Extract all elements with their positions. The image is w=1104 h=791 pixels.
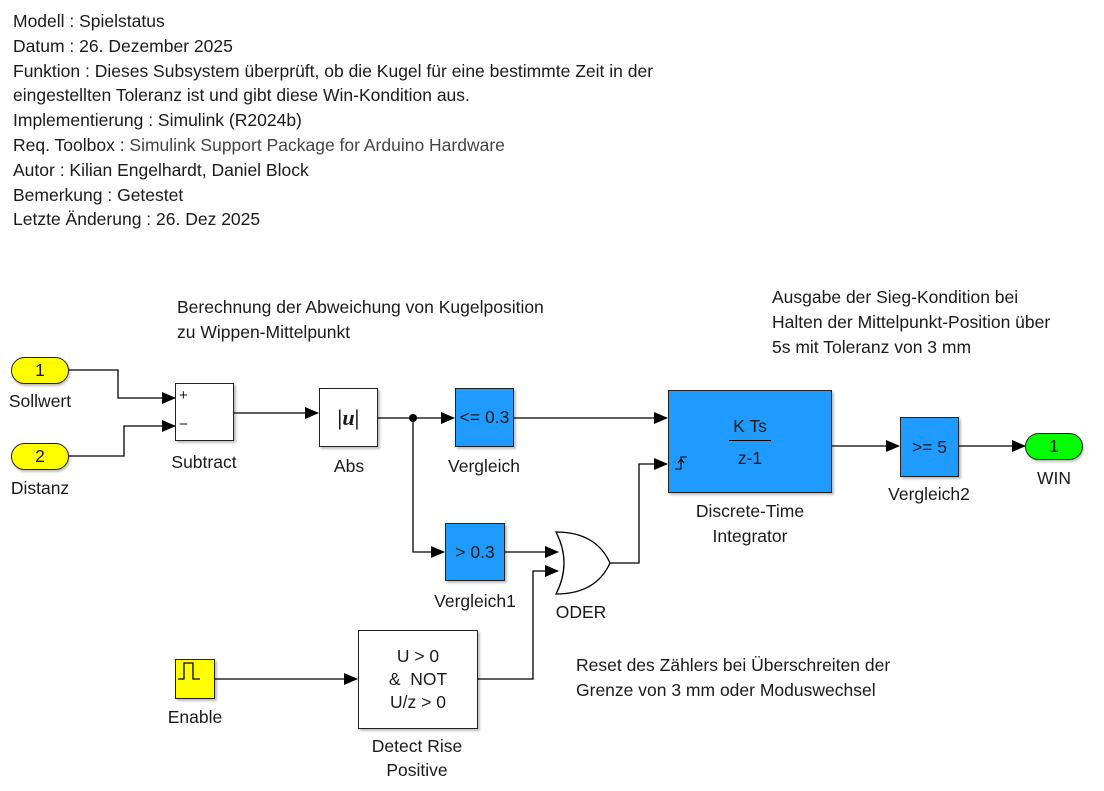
info-letzte-aenderung: Letzte Änderung : 26. Dez 2025 [13, 209, 261, 230]
vergleich1-expr: > 0.3 [455, 541, 495, 562]
detect-line-2: & NOT [388, 669, 448, 689]
info-funktion-1: Funktion : Dieses Subsystem überprüft, o… [13, 60, 654, 81]
abs-label: Abs [333, 456, 365, 476]
annotation-reset-line-1: Reset des Zählers bei Überschreiten der [576, 655, 891, 675]
subtract-plus-sign: + [179, 387, 188, 404]
subtract-label: Subtract [171, 452, 237, 472]
annotation-reset-line-2: Grenze von 3 mm oder Moduswechsel [576, 680, 876, 700]
wire-detect-oder [478, 565, 559, 680]
model-info: Modell : Spielstatus Datum : 26. Dezembe… [13, 9, 653, 232]
info-datum: Datum : 26. Dezember 2025 [13, 35, 233, 56]
detect-line-1: U > 0 [396, 646, 440, 666]
info-toolbox-value: Simulink Support Package for Arduino Har… [129, 134, 505, 155]
info-funktion-2: eingestellten Toleranz ist und gibt dies… [13, 85, 470, 106]
annotation-reset: Reset des Zählers bei Überschreiten der … [576, 653, 890, 703]
vergleich1-block[interactable]: > 0.3 [445, 523, 505, 581]
detect-label-2: Positive [386, 760, 448, 780]
enable-block[interactable] [175, 659, 215, 699]
wire-oder-integrator [610, 458, 668, 564]
outport-win[interactable]: 1 [1025, 433, 1083, 460]
inport-distanz[interactable]: 2 [11, 443, 69, 470]
vergleich2-label: Vergleich2 [888, 484, 970, 504]
oder-gate-shape [554, 531, 611, 595]
inport-sollwert-label: Sollwert [8, 391, 72, 411]
integrator-label-1: Discrete-Time [695, 501, 805, 521]
annotation-sieg-line-2: Halten der Mittelpunkt-Position über [772, 312, 1051, 332]
info-implementierung: Implementierung : Simulink (R2024b) [13, 110, 302, 131]
wire-sollwert-subtract [68, 369, 176, 404]
integrator-label-2: Integrator [712, 526, 788, 546]
annotation-abweichung-line-2: zu Wippen-Mittelpunkt [177, 322, 351, 342]
vergleich-expr: <= 0.3 [459, 407, 510, 427]
outport-win-number: 1 [1049, 436, 1059, 456]
detect-label-1: Detect Rise [371, 736, 463, 756]
integrator-denominator: z-1 [737, 447, 763, 468]
vergleich1-label: Vergleich1 [434, 591, 516, 611]
vergleich-label: Vergleich [448, 456, 520, 476]
annotation-sieg: Ausgabe der Sieg-Kondition bei Halten de… [772, 285, 1050, 360]
annotation-abweichung: Berechnung der Abweichung von Kugelposit… [177, 295, 544, 345]
detect-line-3: U/z > 0 [390, 692, 446, 712]
enable-label: Enable [167, 707, 223, 727]
inport-sollwert-number: 1 [35, 360, 45, 380]
pulse-icon [178, 662, 200, 680]
abs-symbol: |u| [337, 404, 360, 430]
wire-branch-vergleich1 [412, 418, 445, 558]
abs-block[interactable]: |u| [319, 388, 378, 447]
inport-distanz-label: Distanz [10, 478, 70, 498]
reset-rising-edge-icon [675, 456, 687, 470]
info-bemerkung: Bemerkung : Getestet [13, 184, 184, 205]
branch-point [409, 414, 417, 422]
subtract-minus-sign: − [179, 416, 188, 433]
vergleich2-block[interactable]: >= 5 [900, 417, 959, 477]
annotation-sieg-line-1: Ausgabe der Sieg-Kondition bei [772, 287, 1019, 307]
oder-label: ODER [555, 602, 607, 622]
subtract-block[interactable]: + − [175, 383, 234, 441]
vergleich2-expr: >= 5 [911, 436, 948, 457]
detect-rise-positive-block[interactable]: U > 0 & NOT U/z > 0 [358, 630, 478, 729]
wire-distanz-subtract [68, 420, 176, 457]
info-toolbox-label: Req. Toolbox : [13, 134, 130, 155]
annotation-sieg-line-3: 5s mit Toleranz von 3 mm [772, 337, 972, 357]
info-toolbox: Req. Toolbox : Simulink Support Package … [13, 133, 653, 158]
vergleich-block[interactable]: <= 0.3 [455, 388, 514, 447]
annotation-abweichung-line-1: Berechnung der Abweichung von Kugelposit… [177, 297, 544, 317]
integrator-numerator: K Ts [729, 415, 771, 441]
outport-win-label: WIN [1036, 468, 1072, 488]
info-modell: Modell : Spielstatus [13, 11, 165, 31]
discrete-time-integrator-block[interactable]: K Ts z-1 [668, 390, 832, 493]
info-autor: Autor : Kilian Engelhardt, Daniel Block [13, 159, 309, 180]
inport-distanz-number: 2 [35, 446, 45, 466]
inport-sollwert[interactable]: 1 [11, 357, 69, 384]
